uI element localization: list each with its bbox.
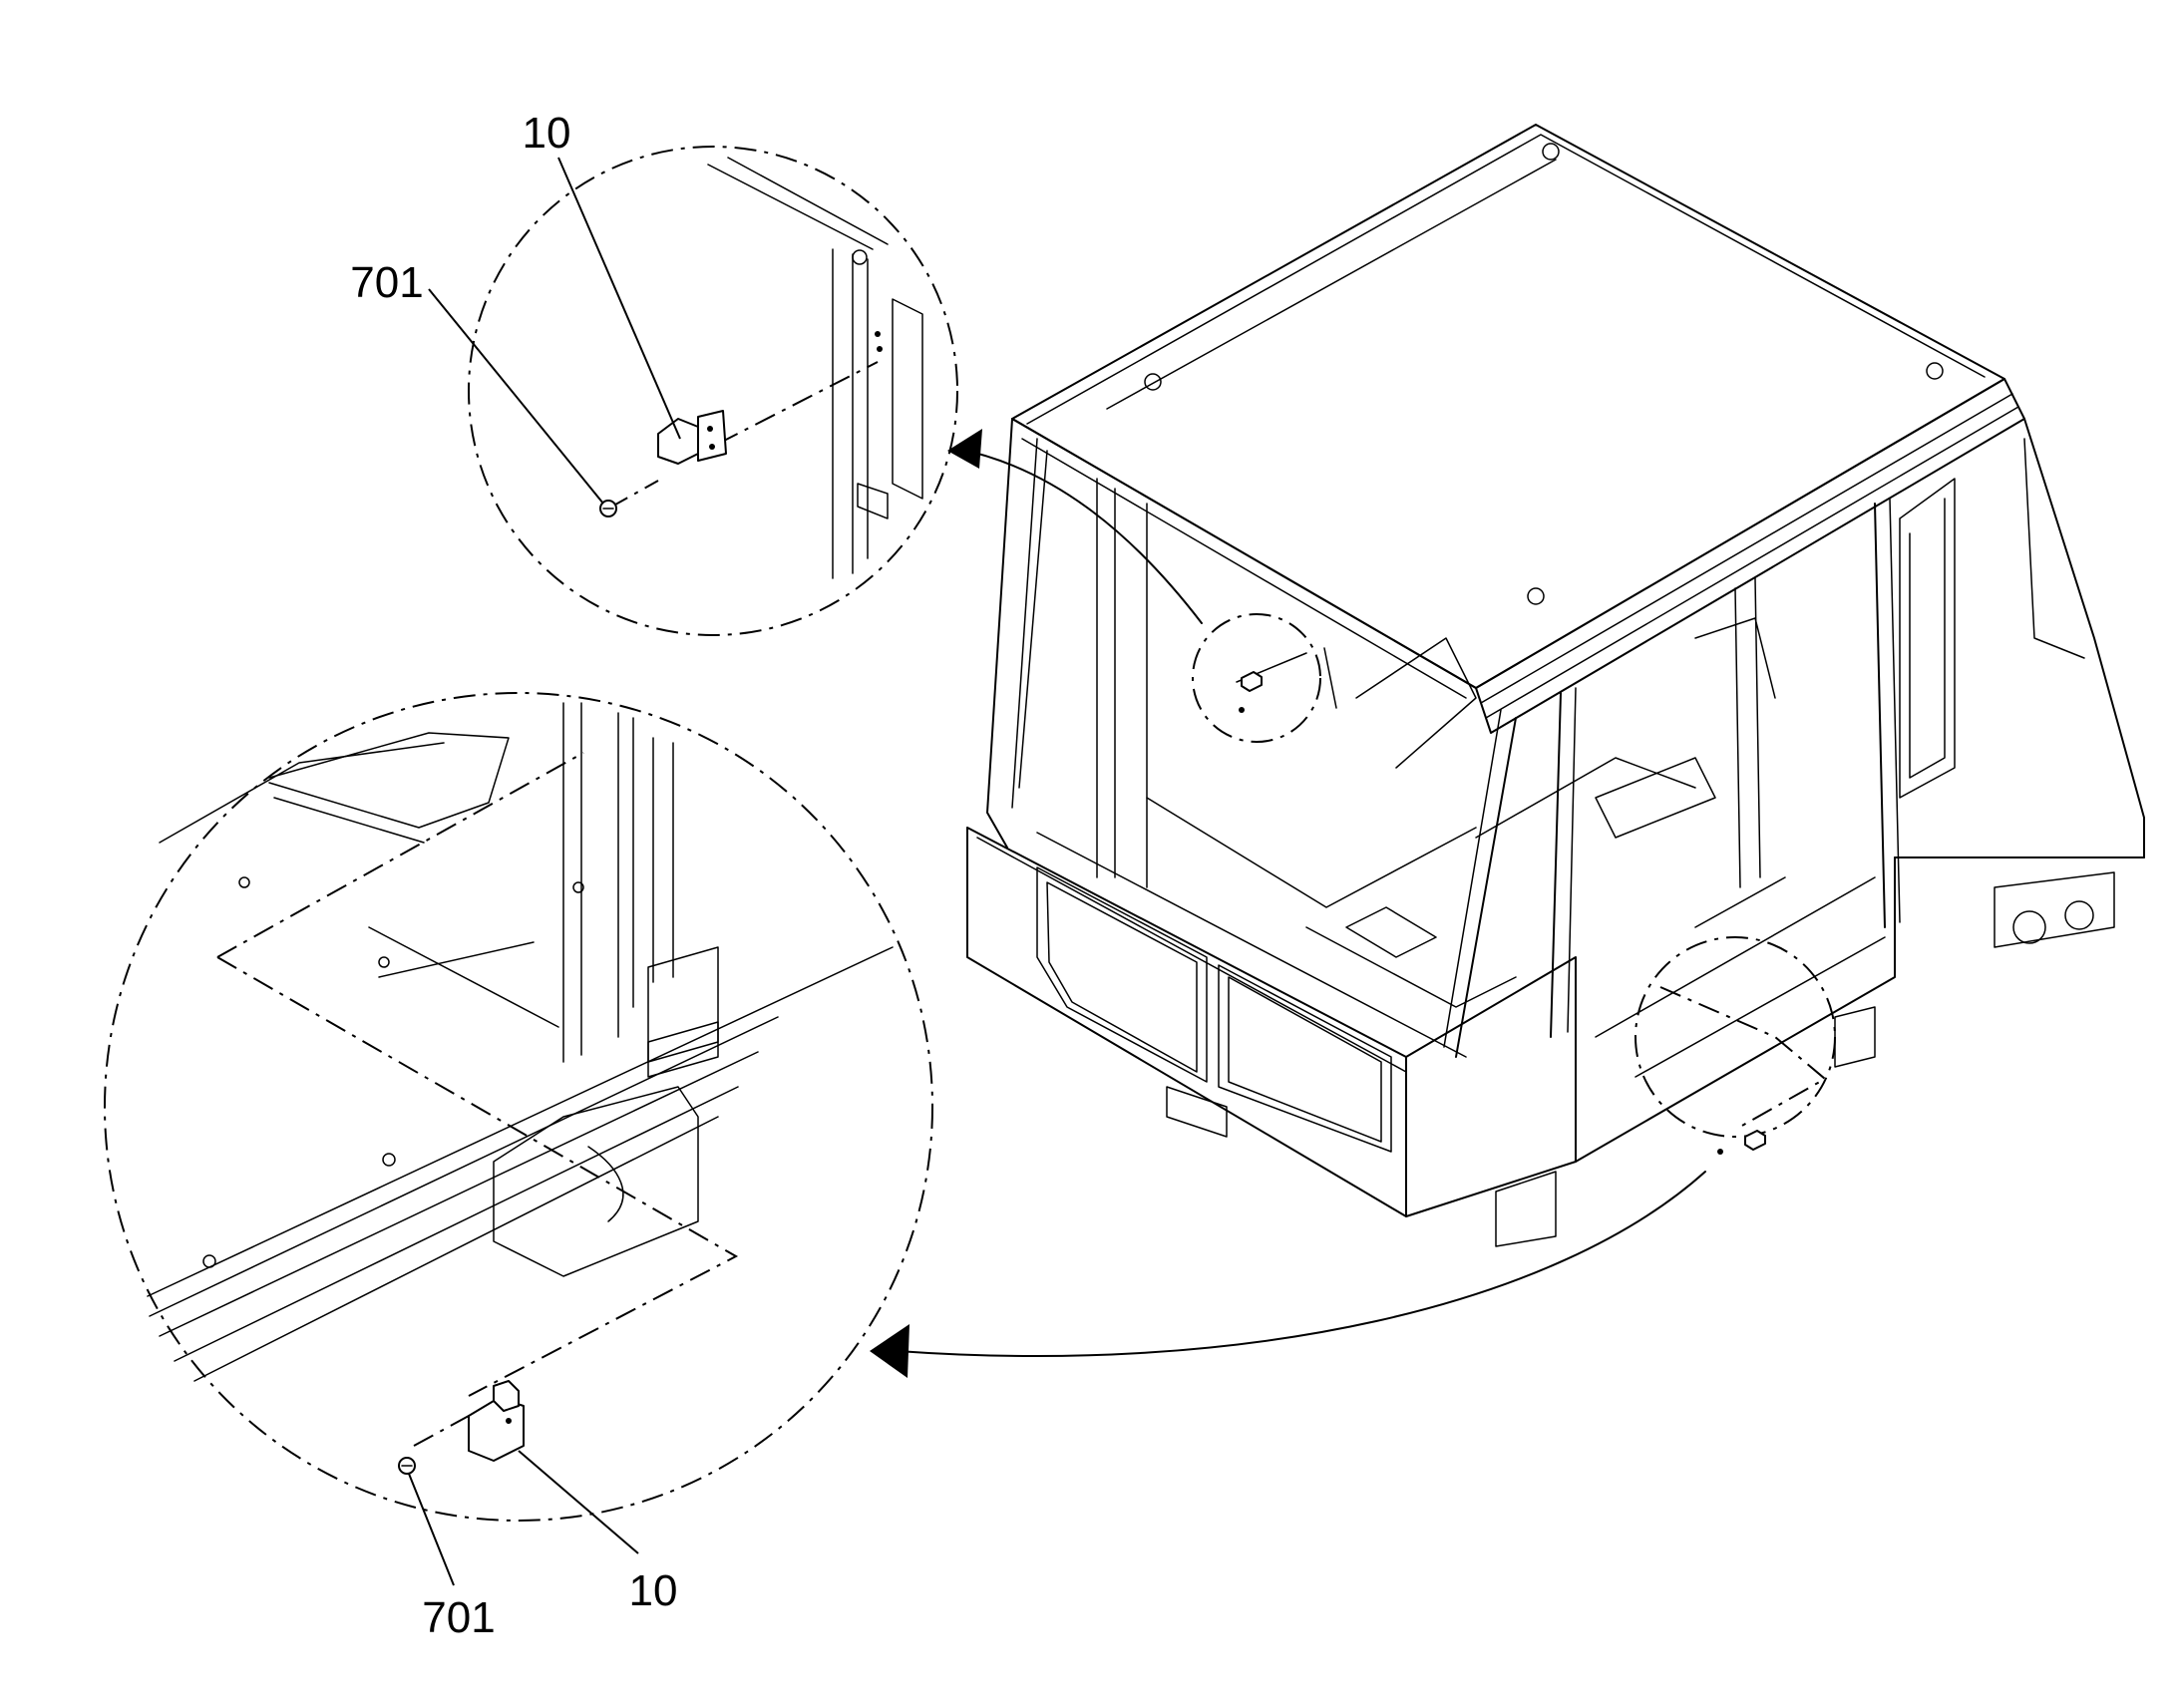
screw-701-bottom: [398, 1457, 416, 1475]
callout-part-10-top: 10: [523, 109, 571, 158]
leader-part-10-bottom: [518, 1450, 639, 1554]
detail-circle-lower-small: [1635, 876, 1836, 1155]
cab-roof: [1011, 124, 2005, 689]
cab-assembly: [966, 124, 2145, 1247]
screw-701: [599, 500, 617, 517]
lower-detail-view: [104, 692, 933, 1586]
detail-circle-upper-small: [1192, 613, 1337, 743]
leader-part-10-top: [557, 157, 681, 440]
bracket-part-10-bottom: [468, 1380, 525, 1462]
arrow-to-upper-detail: [947, 429, 1203, 624]
lower-detail-boundary: [104, 692, 933, 1522]
leader-screw-701-top: [428, 288, 604, 505]
upper-detail-boundary: [468, 146, 958, 636]
leader-screw-701-bottom: [408, 1473, 455, 1586]
arrow-to-lower-detail: [870, 1171, 1706, 1378]
upper-detail-view: [428, 146, 958, 636]
callout-screw-701-bottom: 701: [422, 1593, 495, 1642]
callout-screw-701-top: 701: [350, 258, 423, 307]
bracket-part-10: [657, 418, 699, 465]
callout-part-10-bottom: 10: [629, 1566, 678, 1615]
